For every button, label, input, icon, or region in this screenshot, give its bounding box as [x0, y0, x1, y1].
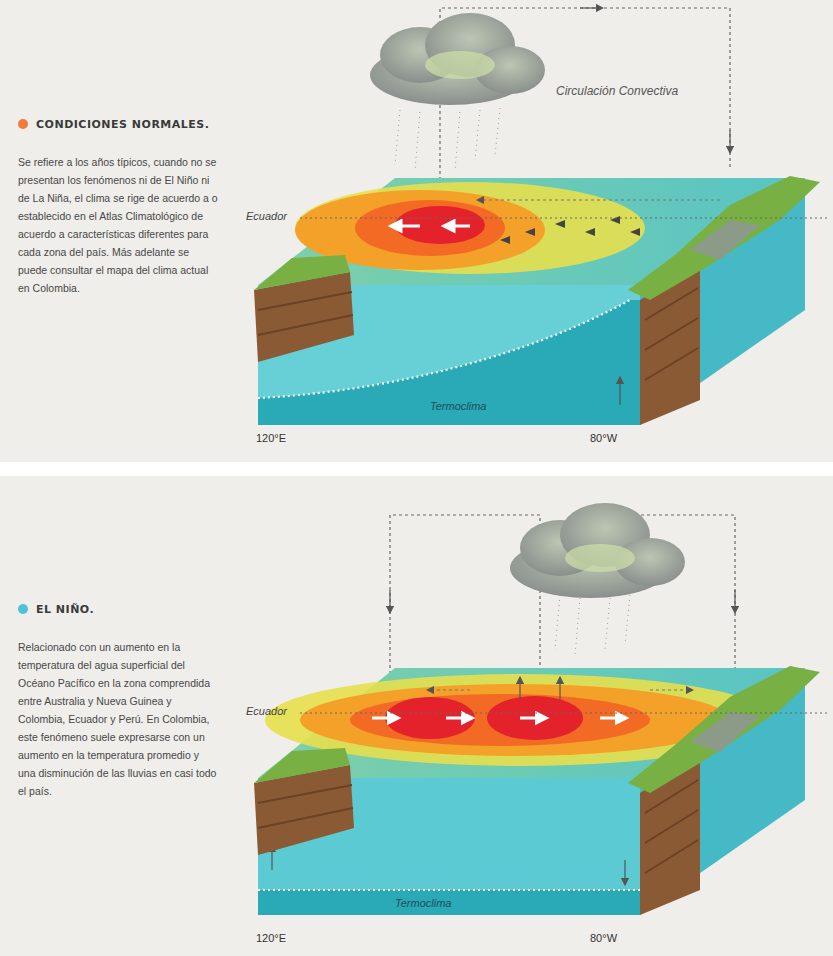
- heading-dot: [18, 604, 28, 614]
- text-panel: EL NIÑO. Relacionado con un aumento en la…: [18, 603, 218, 800]
- diagram-label: Termoclima: [395, 897, 451, 909]
- diagram-label: 120°E: [256, 432, 286, 444]
- diagram-label: Ecuador: [246, 210, 287, 222]
- panel-heading: EL NIÑO.: [18, 603, 218, 616]
- panel-ground: [0, 476, 833, 956]
- panel-ground: [0, 0, 833, 462]
- heading-dot: [18, 119, 28, 129]
- text-panel: CONDICIONES NORMALES. Se refiere a los añ…: [18, 118, 218, 297]
- panel-body: Relacionado con un aumento en la tempera…: [18, 638, 218, 800]
- diagram-label: 120°E: [256, 932, 286, 944]
- panel-heading: CONDICIONES NORMALES.: [18, 118, 218, 131]
- diagram-label: 80°W: [590, 432, 617, 444]
- diagram-label: Circulación Convectiva: [556, 84, 678, 98]
- diagram-label: Termoclima: [430, 400, 486, 412]
- diagram-label: Ecuador: [246, 705, 287, 717]
- normal-block: [254, 8, 828, 425]
- el-nino-block: [254, 503, 828, 915]
- panel-body: Se refiere a los años típicos, cuando no…: [18, 153, 218, 297]
- diagram-label: 80°W: [590, 932, 617, 944]
